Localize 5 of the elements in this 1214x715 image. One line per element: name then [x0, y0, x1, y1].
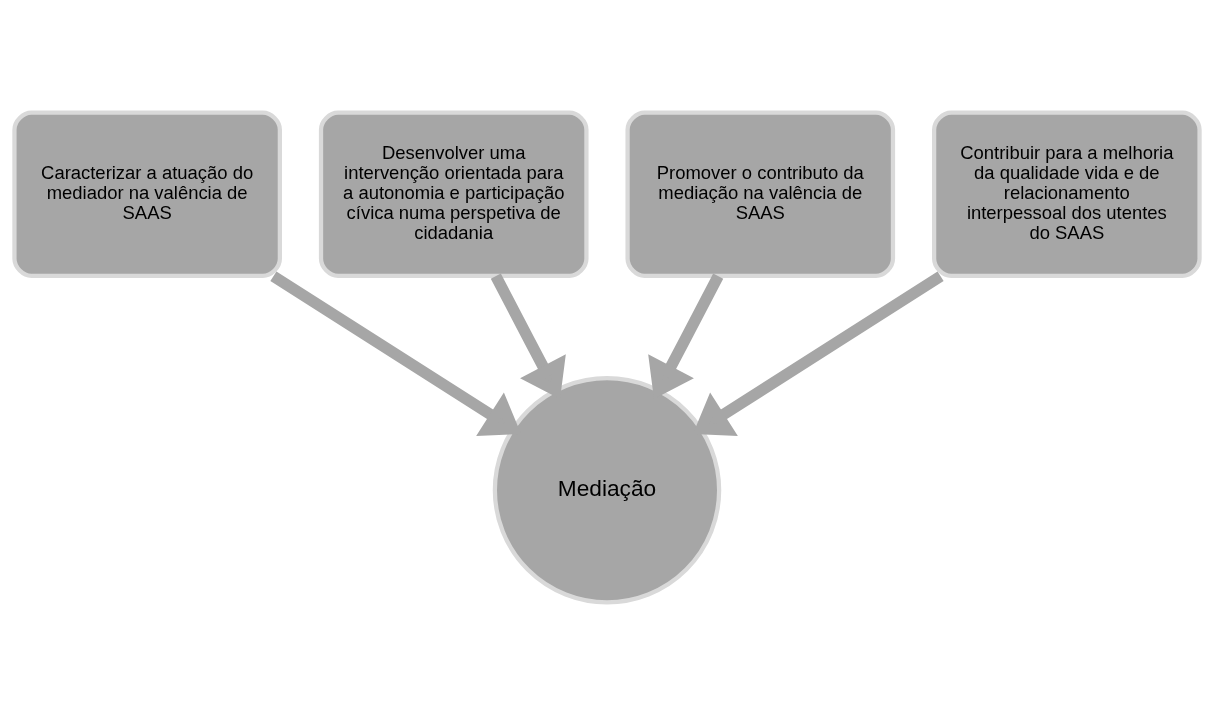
node-box: Promover o contributo da mediação na valência de SAAS: [625, 110, 896, 278]
node-box: Desenvolver uma intervenção orientada para a autonomia e participação cívica numa perspetiva de cidadania: [318, 110, 589, 278]
node-circle: Mediação: [492, 375, 722, 605]
node-box: Caracterizar a atuação do mediador na valência de SAAS: [12, 110, 282, 278]
node-box: Contribuir para a melhoria da qualidade vida e de relacionamento interpessoal dos utentes do SAAS: [932, 110, 1202, 278]
